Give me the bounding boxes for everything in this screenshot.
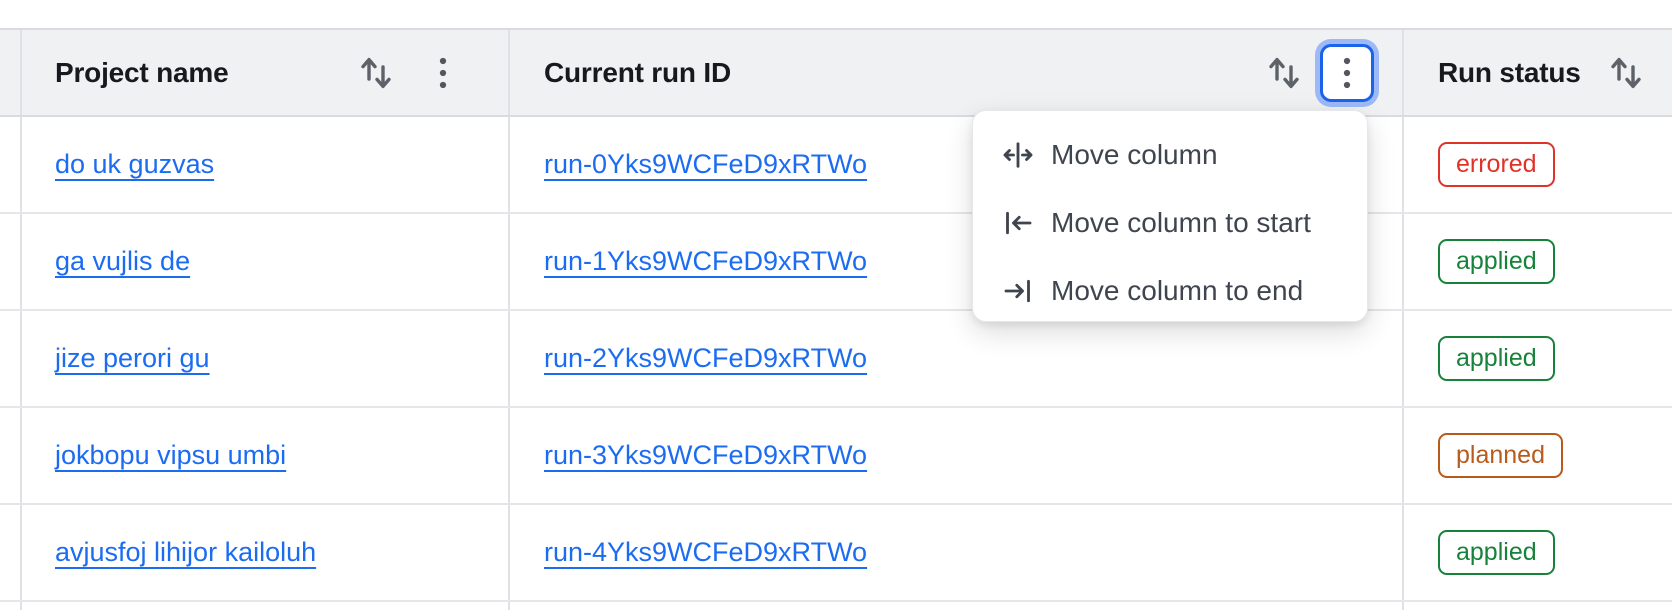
run-id-link[interactable]: run-3Yks9WCFeD9xRTWo — [544, 440, 868, 470]
menu-item-label: Move column to start — [1051, 207, 1311, 238]
kebab-icon — [437, 55, 449, 91]
run-status-badge: applied — [1438, 336, 1555, 381]
current-run-id-cell: run-1Yks9WCFeD9xRTWo — [510, 214, 1404, 309]
column-options-menu: Move column Move column to start Move co… — [972, 110, 1368, 322]
run-status-cell: applied — [1404, 505, 1672, 600]
menu-item-move-column-to-start[interactable]: Move column to start — [973, 205, 1367, 241]
run-status-cell: errored — [1404, 117, 1672, 212]
menu-item-label: Move column to end — [1051, 275, 1304, 306]
table-row: jokbopu vipsu umbi run-3Yks9WCFeD9xRTWo pl… — [0, 408, 1672, 505]
sort-arrows-icon — [1609, 53, 1643, 93]
kebab-icon — [1341, 55, 1353, 91]
runs-table: Project name — [0, 28, 1672, 610]
run-status-badge: planned — [1438, 433, 1563, 478]
table-row: ga vujlis de run-1Yks9WCFeD9xRTWo applied — [0, 214, 1672, 311]
project-name-cell: do uk guzvas — [22, 117, 510, 212]
current-run-id-cell: run-2Yks9WCFeD9xRTWo — [510, 311, 1404, 406]
run-status-cell: planned — [1404, 408, 1672, 503]
table-row: jize perori gu run-2Yks9WCFeD9xRTWo applie… — [0, 311, 1672, 408]
sort-arrows-icon — [359, 53, 393, 93]
sort-toggle-button[interactable] — [1606, 51, 1646, 95]
sort-toggle-button[interactable] — [356, 51, 396, 95]
run-id-link[interactable]: run-1Yks9WCFeD9xRTWo — [544, 246, 868, 276]
run-id-link[interactable]: run-4Yks9WCFeD9xRTWo — [544, 537, 868, 567]
row-gutter-cell — [0, 311, 22, 406]
run-id-link[interactable]: run-0Yks9WCFeD9xRTWo — [544, 149, 868, 179]
move-column-icon — [999, 137, 1037, 173]
project-name-cell: ga vujlis de — [22, 214, 510, 309]
table-row: avjusfoj lihijor kailoluh run-4Yks9WCFeD9… — [0, 505, 1672, 602]
project-name-cell: jize perori gu — [22, 311, 510, 406]
project-name-cell: avjusfoj lihijor kailoluh — [22, 505, 510, 600]
project-name-cell: jokbopu vipsu umbi — [22, 408, 510, 503]
table-row: do uk guzvas run-0Yks9WCFeD9xRTWo errored — [0, 117, 1672, 214]
row-gutter-cell — [0, 214, 22, 309]
run-status-cell: applied — [1404, 214, 1672, 309]
table-body: do uk guzvas run-0Yks9WCFeD9xRTWo errored g… — [0, 117, 1672, 602]
sort-arrows-icon — [1267, 53, 1301, 93]
menu-item-move-column-to-end[interactable]: Move column to end — [973, 273, 1367, 309]
column-menu-button[interactable] — [430, 51, 456, 95]
column-label: Current run ID — [544, 56, 731, 88]
project-link[interactable]: avjusfoj lihijor kailoluh — [55, 537, 317, 567]
column-label: Run status — [1438, 56, 1581, 88]
column-menu-button-focused[interactable] — [1320, 43, 1374, 102]
project-link[interactable]: jize perori gu — [55, 343, 210, 373]
project-link[interactable]: do uk guzvas — [55, 149, 215, 179]
run-status-badge: applied — [1438, 530, 1555, 575]
column-header-current-run-id[interactable]: Current run ID — [510, 30, 1404, 115]
current-run-id-cell: run-0Yks9WCFeD9xRTWo — [510, 117, 1404, 212]
menu-item-move-column[interactable]: Move column — [973, 137, 1367, 173]
project-link[interactable]: jokbopu vipsu umbi — [55, 440, 287, 470]
header-gutter-cell — [0, 30, 22, 115]
project-link[interactable]: ga vujlis de — [55, 246, 191, 276]
current-run-id-cell: run-3Yks9WCFeD9xRTWo — [510, 408, 1404, 503]
run-status-badge: errored — [1438, 142, 1555, 187]
table-row-partial — [0, 602, 1672, 610]
column-header-run-status[interactable]: Run status — [1404, 30, 1672, 115]
row-gutter-cell — [0, 408, 22, 503]
move-column-to-start-icon — [999, 205, 1037, 241]
row-gutter-cell — [0, 505, 22, 600]
sort-toggle-button[interactable] — [1264, 51, 1304, 95]
column-label: Project name — [55, 56, 229, 88]
run-id-link[interactable]: run-2Yks9WCFeD9xRTWo — [544, 343, 868, 373]
menu-item-label: Move column — [1051, 139, 1218, 170]
row-gutter-cell — [0, 117, 22, 212]
move-column-to-end-icon — [999, 273, 1037, 309]
current-run-id-cell: run-4Yks9WCFeD9xRTWo — [510, 505, 1404, 600]
table-header-row: Project name — [0, 28, 1672, 117]
column-header-project-name[interactable]: Project name — [22, 30, 510, 115]
run-status-cell: applied — [1404, 311, 1672, 406]
run-status-badge: applied — [1438, 239, 1555, 284]
